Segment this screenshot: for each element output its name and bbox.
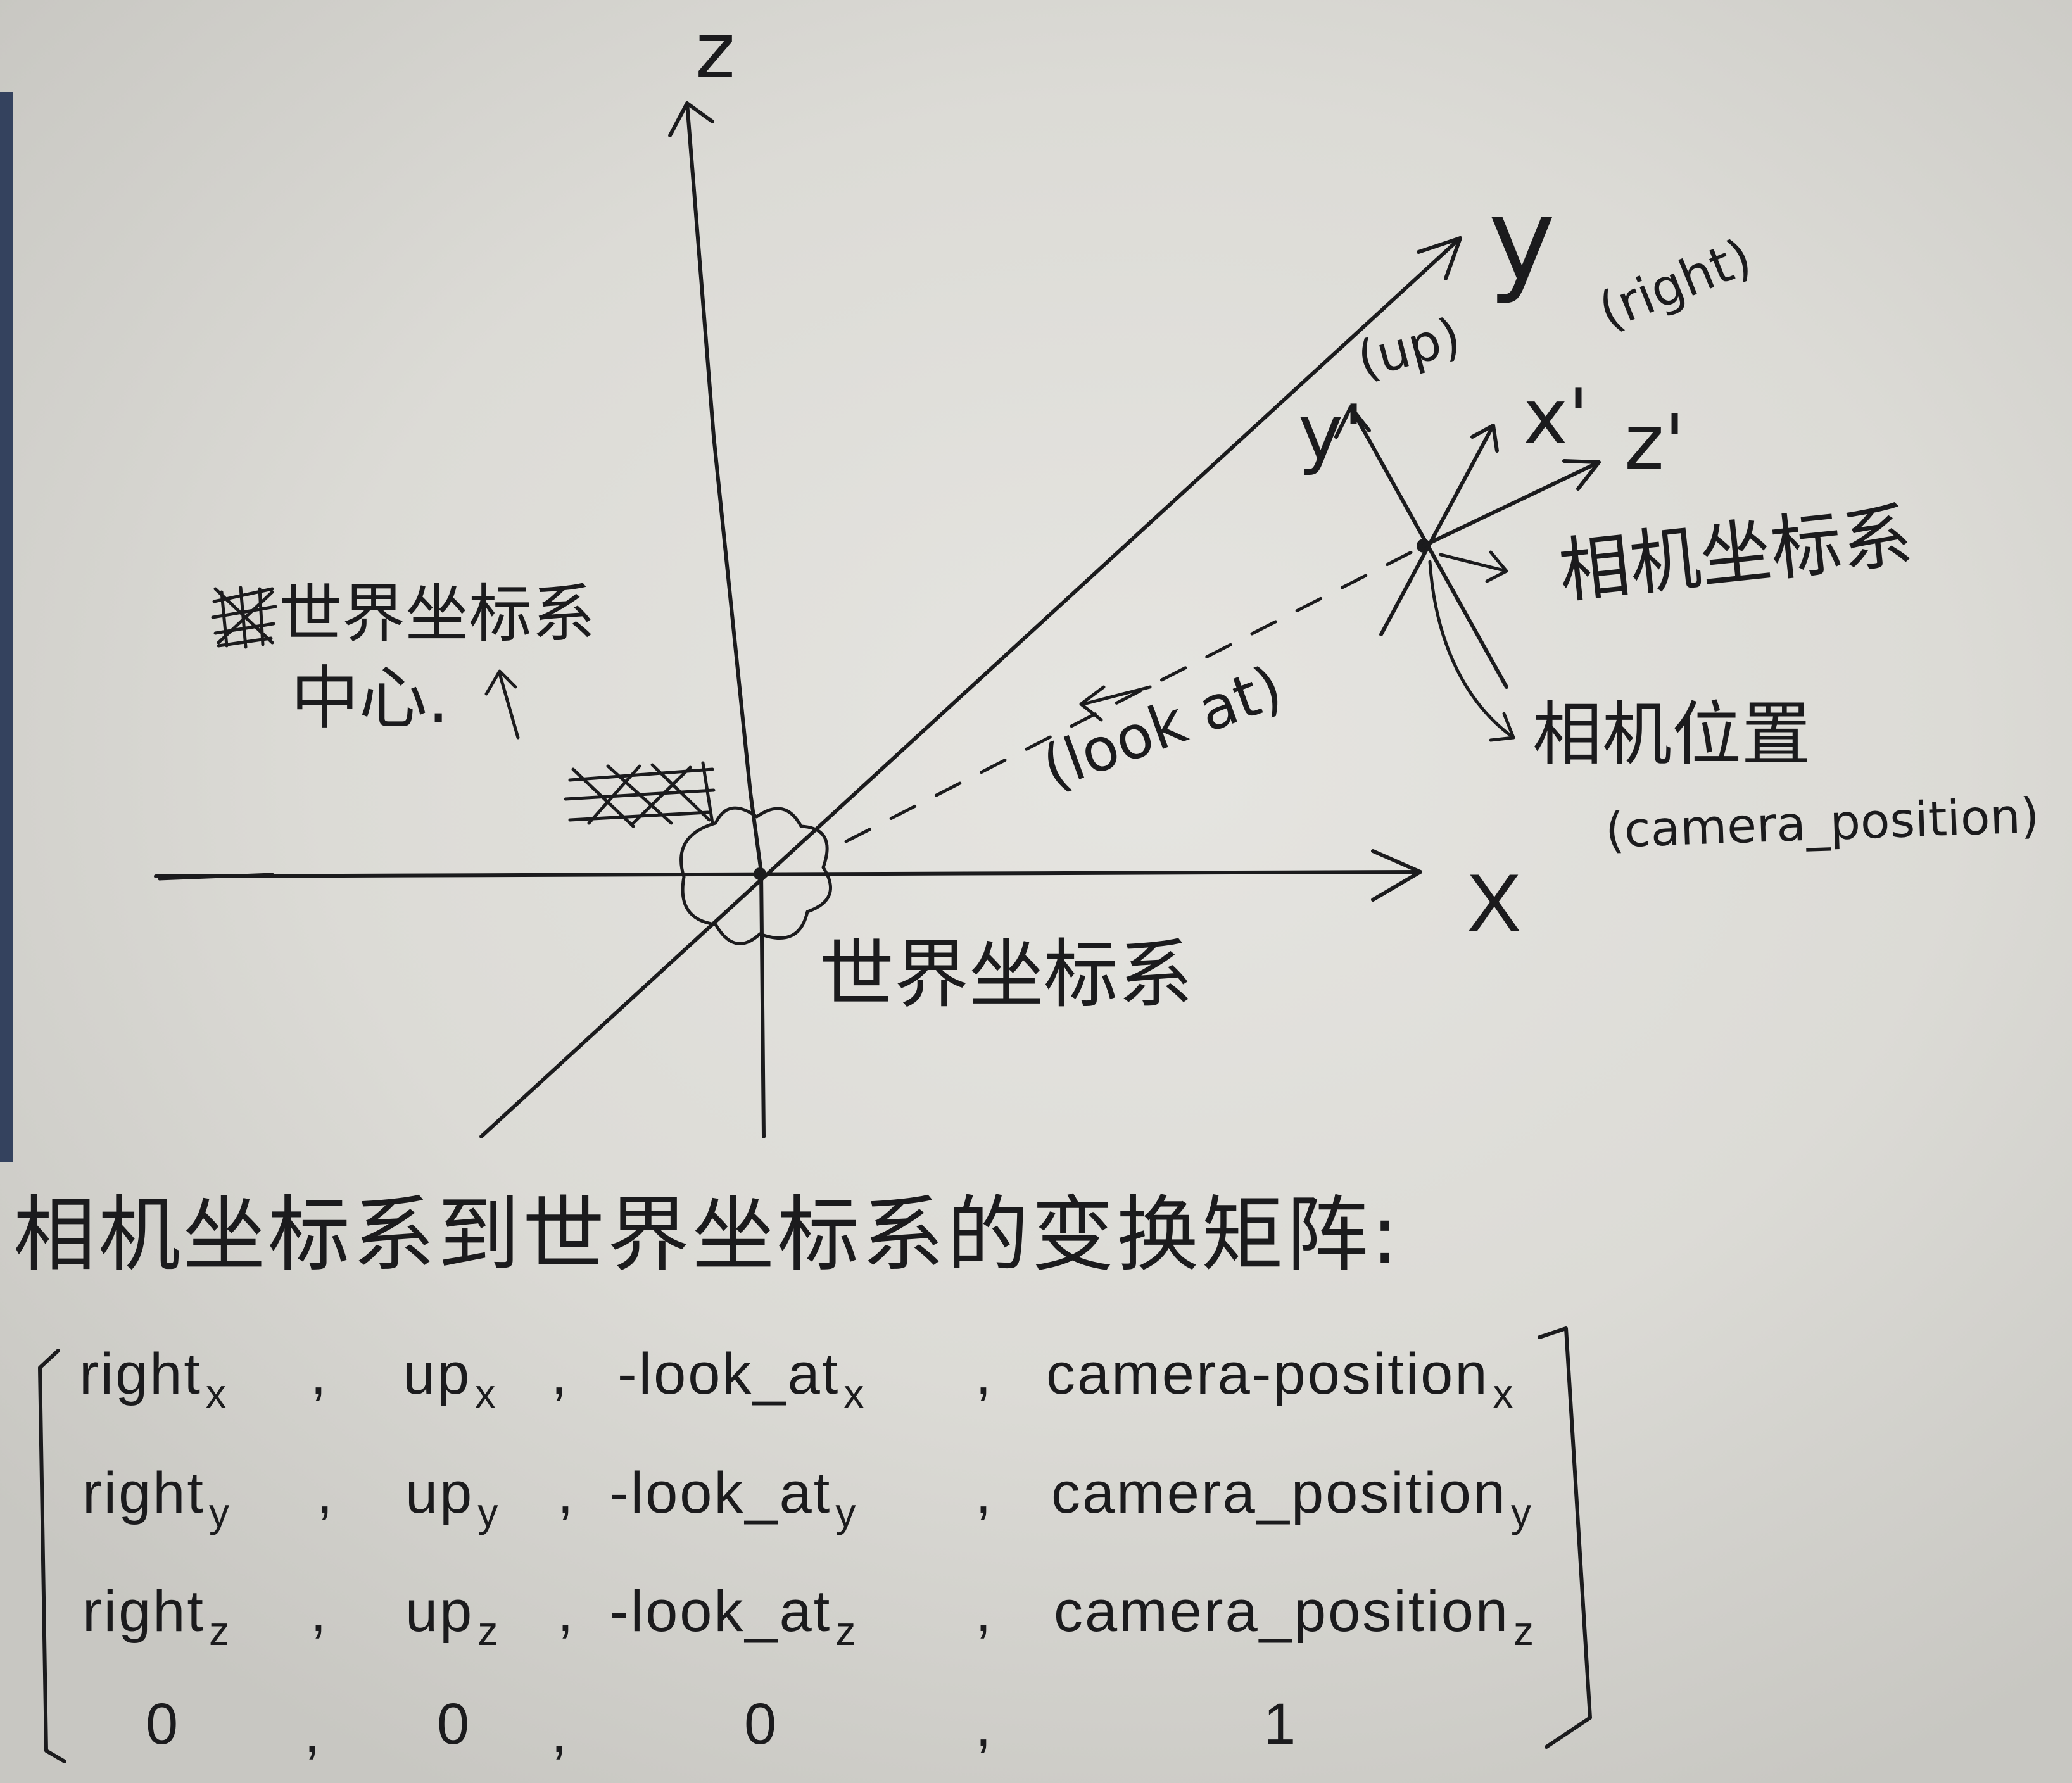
crossed-out-scribble-left: [211, 586, 277, 649]
matrix-cell: righty: [82, 1461, 229, 1533]
world-center-note-line2: 中心.: [291, 659, 450, 738]
world-x-axis-line: [154, 870, 1422, 878]
matrix-cell-subscript: y: [208, 1490, 229, 1535]
matrix-cell-main: -look_at: [617, 1342, 840, 1406]
matrix-separator: ,: [551, 1700, 569, 1765]
matrix-cell-subscript: x: [843, 1371, 864, 1416]
world-x-axis-arrowhead: [1371, 849, 1422, 902]
camera-position-note: (camera_position): [1604, 787, 2040, 859]
world-center-pointer-arrow: [498, 672, 520, 740]
world-x-axis-tail-stroke: [158, 873, 274, 881]
world-z-axis-label: z: [695, 8, 735, 96]
matrix-cell-main: right: [82, 1461, 205, 1525]
world-y-axis-label: y: [1488, 174, 1556, 306]
matrix-cell: rightz: [82, 1579, 229, 1651]
matrix-cell-subscript: x: [475, 1371, 496, 1416]
matrix-separator: ,: [557, 1579, 576, 1644]
world-origin-scribble: [679, 806, 832, 945]
crossed-out-scribble-center: [564, 761, 716, 828]
world-center-note-line1: 世界坐标系: [279, 577, 595, 651]
matrix-cell: 0: [437, 1695, 471, 1753]
camera-position-pointer-arrowhead: [1489, 712, 1515, 742]
world-z-axis-arrowhead: [668, 101, 714, 137]
matrix-cell-main: 1: [1263, 1692, 1298, 1756]
matrix-cell-main: right: [79, 1342, 202, 1406]
matrix-cell-main: 0: [146, 1692, 180, 1756]
matrix-cell-main: up: [405, 1579, 474, 1644]
camera-frame-pointer-arrow: [1439, 553, 1508, 573]
camera-up-axis-label: y': [1298, 389, 1365, 477]
matrix-separator: ,: [310, 1579, 329, 1644]
matrix-cell-subscript: y: [1511, 1490, 1532, 1535]
matrix-cell: upx: [403, 1342, 495, 1414]
camera-forward-axis-label: z': [1624, 399, 1685, 487]
matrix-cell: -look_aty: [609, 1461, 856, 1533]
matrix-cell-subscript: z: [208, 1608, 229, 1654]
matrix-separator: ,: [304, 1700, 322, 1765]
world-z-axis-line: [685, 101, 766, 1138]
look-at-arrowhead: [1079, 685, 1106, 722]
world-y-axis-line: [479, 236, 1462, 1138]
camera-right-axis-arrowhead: [1470, 424, 1499, 453]
matrix-cell: camera-positionx: [1046, 1342, 1513, 1414]
matrix-cell-subscript: x: [1493, 1371, 1513, 1416]
matrix-cell: 0: [744, 1695, 778, 1753]
matrix-cell-main: -look_at: [609, 1579, 832, 1644]
camera-right-axis-label: x': [1523, 374, 1589, 462]
camera-right-axis-line: [1379, 424, 1495, 636]
matrix-cell-main: up: [403, 1342, 472, 1406]
matrix-cell-main: camera_position: [1054, 1579, 1510, 1644]
matrix-cell-subscript: x: [205, 1371, 226, 1416]
matrix-separator: ,: [975, 1579, 994, 1644]
matrix-cell-main: right: [82, 1579, 205, 1644]
matrix-cell: -look_atz: [609, 1579, 856, 1651]
matrix-separator: ,: [317, 1461, 335, 1525]
matrix-separator: ,: [975, 1694, 994, 1758]
camera-up-axis-arrowhead: [1334, 405, 1371, 439]
world-origin-point: [754, 867, 766, 880]
camera-position-pointer-arrow: [1428, 560, 1515, 740]
matrix-separator: ,: [551, 1342, 569, 1406]
matrix-cell-main: 0: [437, 1692, 472, 1756]
matrix-cell-subscript: z: [1513, 1608, 1534, 1654]
matrix-separator: ,: [975, 1342, 994, 1406]
matrix-cell-subscript: z: [835, 1608, 856, 1654]
look-at-dashed-line: [844, 550, 1413, 843]
world-x-axis-label: X: [1467, 857, 1522, 949]
camera-forward-axis-arrowhead: [1562, 459, 1601, 491]
matrix-separator: ,: [310, 1342, 329, 1406]
matrix-cell: camera_positiony: [1051, 1461, 1531, 1533]
matrix-cell-main: camera_position: [1051, 1461, 1508, 1525]
matrix-cell: upz: [405, 1579, 498, 1651]
matrix-cell-main: up: [405, 1461, 474, 1525]
camera-frame-pointer-arrowhead: [1485, 550, 1508, 583]
matrix-right-bracket: [1538, 1326, 1592, 1749]
matrix-cell-main: -look_at: [609, 1461, 832, 1525]
matrix-cell-main: camera-position: [1046, 1342, 1489, 1406]
matrix-cell: camera_positionz: [1054, 1579, 1534, 1651]
matrix-cell-subscript: y: [477, 1490, 498, 1535]
world-origin-label: 世界坐标系: [819, 931, 1194, 1018]
camera-forward-axis-line: [1422, 460, 1601, 548]
matrix-cell: upy: [405, 1461, 498, 1533]
world-center-pointer-arrowhead: [484, 669, 517, 696]
look-at-arrow-shaft: [1082, 685, 1152, 706]
matrix-separator: ,: [557, 1461, 576, 1525]
matrix-separator: ,: [975, 1461, 994, 1525]
matrix-cell: 0: [146, 1695, 180, 1753]
matrix-cell: 1: [1263, 1695, 1298, 1753]
matrix-left-bracket: [38, 1349, 66, 1763]
matrix-cell-main: 0: [744, 1692, 779, 1756]
world-y-axis-arrowhead: [1417, 236, 1462, 280]
matrix-cell: -look_atx: [617, 1342, 864, 1414]
matrix-cell-subscript: z: [477, 1608, 498, 1654]
binder-edge: [0, 92, 13, 1162]
matrix-title: 相机坐标系到世界坐标系的变换矩阵:: [13, 1187, 1401, 1283]
camera-position-label: 相机位置: [1532, 694, 1811, 775]
matrix-cell-subscript: y: [835, 1490, 856, 1535]
matrix-cell: rightx: [79, 1342, 226, 1414]
